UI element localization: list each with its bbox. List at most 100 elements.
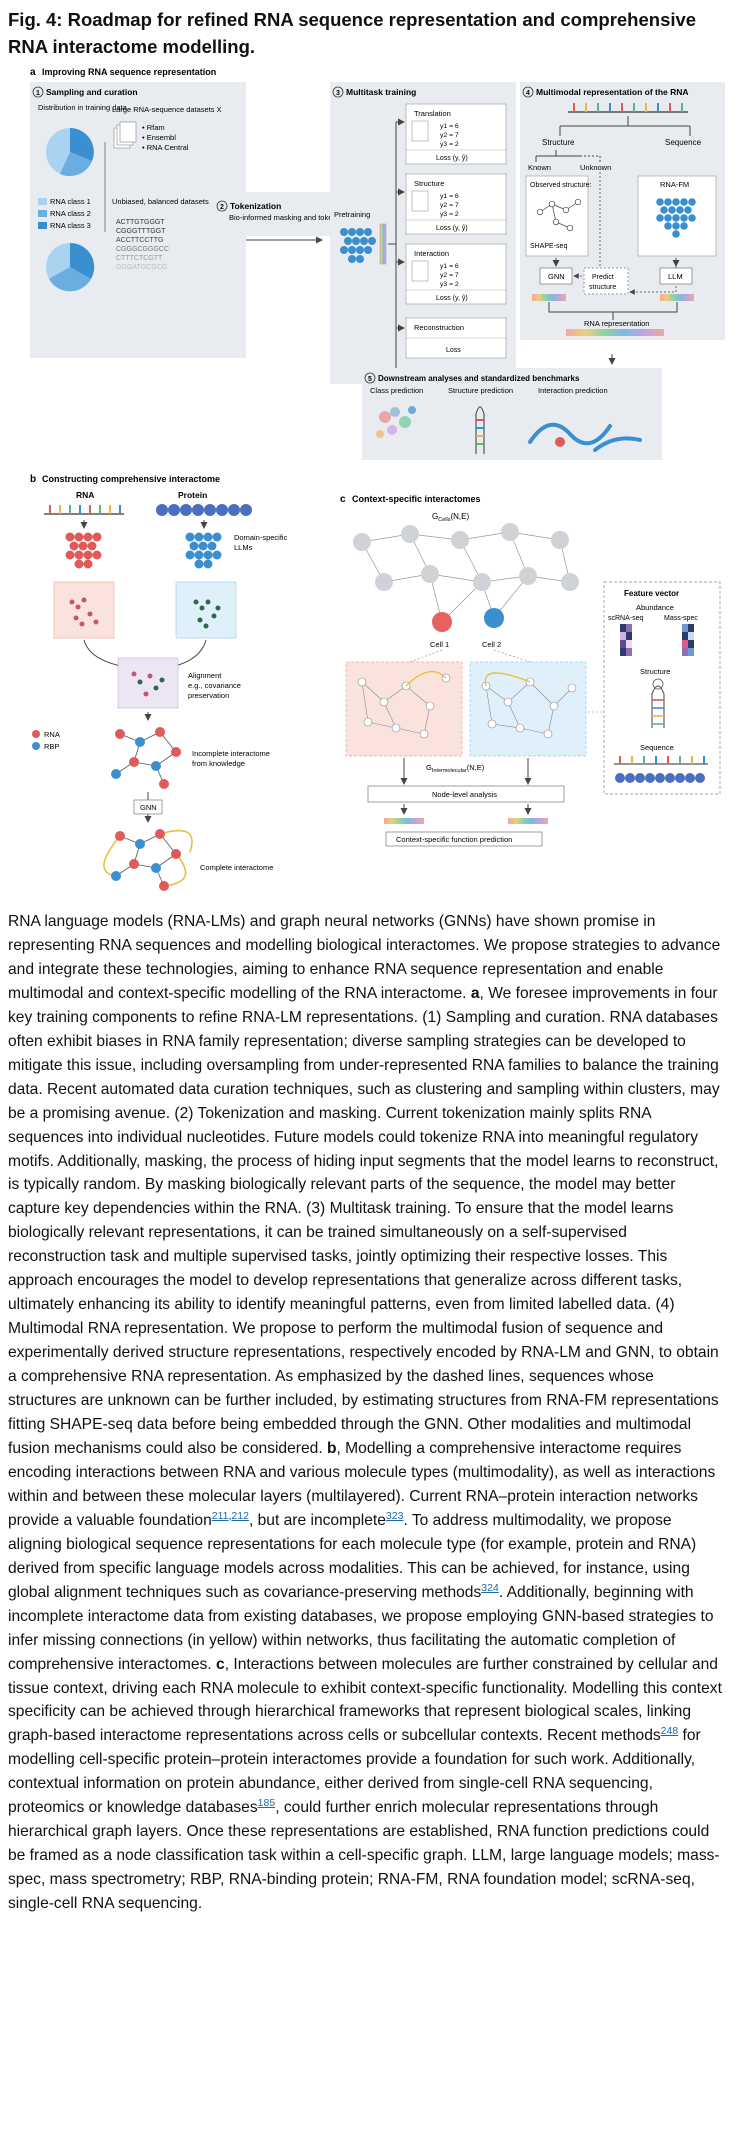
ref-link-211[interactable]: 211 xyxy=(211,1509,229,1522)
interaction-prediction-label: Interaction prediction xyxy=(538,386,608,395)
section-1-num: 1 xyxy=(36,90,40,97)
rna-embedding-space xyxy=(53,581,115,639)
legend-rna-label: RNA xyxy=(44,730,60,739)
task-reconstruction: Reconstruction Loss xyxy=(396,317,507,359)
class-prediction-cluster xyxy=(376,406,416,438)
seq-1: ACTTGTGGGT xyxy=(116,219,165,226)
translation-out-3: y3 = 2 xyxy=(440,141,459,148)
cell-2-function-vec xyxy=(508,818,548,824)
structure-label: Structure xyxy=(542,138,575,147)
caption-c-text-1: , Interactions between molecules are fur… xyxy=(8,1655,722,1745)
unbiased-label: Unbiased, balanced datasets xyxy=(112,197,209,206)
cell-1-zoom xyxy=(409,649,443,663)
task-reconstruction-label: Reconstruction xyxy=(414,323,464,332)
structure-loss: Loss (y, ŷ) xyxy=(436,225,468,232)
section-2-num: 2 xyxy=(220,204,224,211)
reconstruction-loss: Loss xyxy=(446,347,461,354)
sequence-list: ACTTGTGGGT CGGGTTTGGT ACCTTCCTTG CGGGCGG… xyxy=(116,219,169,271)
seq-3: ACCTTCCTTG xyxy=(116,237,163,244)
sequence-label: Sequence xyxy=(665,138,702,147)
cell-2-label: Cell 2 xyxy=(482,640,501,649)
gnn-embedding xyxy=(532,294,566,301)
ctx-function-label: Context-specific function prediction xyxy=(396,835,512,844)
structure-prediction-label: Structure prediction xyxy=(448,386,513,395)
panel-c-title: Context-specific interactomes xyxy=(352,494,481,504)
rna-representation-label: RNA representation xyxy=(584,319,649,328)
task-interaction-label: Interaction xyxy=(414,249,449,258)
shape-seq-label: SHAPE-seq xyxy=(530,243,567,250)
legend-rbp-dot xyxy=(32,742,40,750)
scrna-label: scRNA-seq xyxy=(608,615,644,622)
domain-llms-label-2: LLMs xyxy=(234,543,253,552)
ref-link-212[interactable]: 212 xyxy=(231,1509,249,1522)
cell-1-graph xyxy=(357,670,451,739)
cell-2-graph xyxy=(481,672,577,739)
panel-a-title: Improving RNA sequence representation xyxy=(42,67,216,77)
section-4-num: 4 xyxy=(526,90,530,97)
caption-c-text-2: for modelling cell-specific protein–prot… xyxy=(8,1727,701,1817)
fv-sequence-label: Sequence xyxy=(640,743,674,752)
fusion-lines xyxy=(548,302,678,320)
seq-5: CTTTCTCGTT xyxy=(116,255,163,262)
interaction-out-2: y2 = 7 xyxy=(440,272,459,279)
feature-vector-title: Feature vector xyxy=(624,589,679,598)
protein-embedding-space xyxy=(175,581,237,639)
node-level-box xyxy=(367,785,565,803)
panel-a: a Improving RNA sequence representation … xyxy=(30,67,725,460)
complete-label: Complete interactome xyxy=(200,863,273,872)
llm-label: LLM xyxy=(668,272,683,281)
ref-link-323[interactable]: 323 xyxy=(385,1509,404,1522)
section-4-badge xyxy=(522,86,534,98)
fv-structure-label: Structure xyxy=(640,667,670,676)
section-3-title: Multitask training xyxy=(346,87,416,97)
protein-embedding-points xyxy=(193,599,221,629)
legend-rna-dot xyxy=(32,730,40,738)
docs-icon xyxy=(113,121,137,149)
figure: a Improving RNA sequence representation … xyxy=(0,62,733,902)
section-2-title: Tokenization xyxy=(230,201,281,211)
interaction-out-3: y3 = 2 xyxy=(440,281,459,288)
alignment-label-2: e.g., covariance xyxy=(188,681,241,690)
rna-strand-top xyxy=(568,103,688,113)
translation-out-2: y2 = 7 xyxy=(440,132,459,139)
panel-b-letter: b xyxy=(30,474,36,485)
gintermolecular-label: GIntermolecular(N,E) xyxy=(426,763,485,774)
pretraining-embedding xyxy=(379,223,387,265)
interaction-prediction-curves xyxy=(528,422,642,452)
fv-structure-hairpin xyxy=(651,678,665,728)
structure-out-3: y3 = 2 xyxy=(440,211,459,218)
cell-1-label: Cell 1 xyxy=(430,640,449,649)
legend-class-2: RNA class 2 xyxy=(50,209,91,218)
abundance-label: Abundance xyxy=(636,603,674,612)
section-4-title: Multimodal representation of the RNA xyxy=(536,87,689,97)
rna-embedding-points xyxy=(69,597,99,627)
massspec-heatmap xyxy=(682,624,694,656)
structure-graph-icon xyxy=(536,198,582,232)
pie-biased xyxy=(46,128,94,177)
ref-link-324[interactable]: 324 xyxy=(481,1581,499,1594)
caption-c-marker: c xyxy=(216,1655,225,1673)
cell-2-zoom xyxy=(493,649,531,663)
split-lines xyxy=(559,116,691,136)
legend-class-1: RNA class 1 xyxy=(50,197,91,206)
fv-protein-chain xyxy=(615,773,705,783)
alignment-points xyxy=(131,671,165,697)
alignment-label-3: preservation xyxy=(188,691,229,700)
cell-1-node xyxy=(432,612,452,632)
figure-title: Fig. 4: Roadmap for refined RNA sequence… xyxy=(8,9,697,57)
panel-b-title: Constructing comprehensive interactome xyxy=(42,474,220,484)
protein-llm-network xyxy=(185,532,222,569)
section-3-badge xyxy=(332,86,344,98)
class-prediction-label: Class prediction xyxy=(370,386,423,395)
section-1-box xyxy=(30,82,246,358)
alignment-space xyxy=(117,657,179,709)
ref-link-185[interactable]: 185 xyxy=(257,1797,276,1810)
protein-header: Protein xyxy=(178,490,207,500)
ref-link-248[interactable]: 248 xyxy=(660,1725,679,1738)
section-3-num: 3 xyxy=(336,90,340,97)
seq-6: GGGATGCGCG xyxy=(116,264,167,271)
task-translation-label: Translation xyxy=(414,109,451,118)
interaction-loss: Loss (y, ŷ) xyxy=(436,295,468,302)
dist-label: Distribution in training data xyxy=(38,103,128,112)
protein-chain xyxy=(156,504,252,516)
